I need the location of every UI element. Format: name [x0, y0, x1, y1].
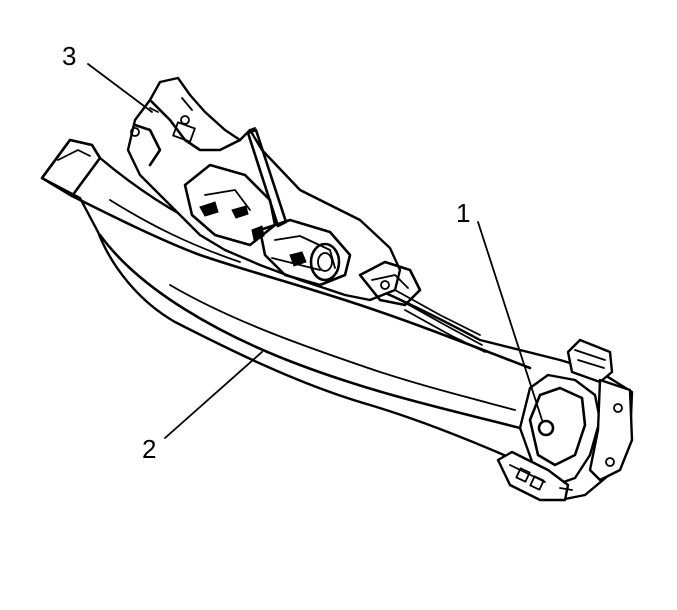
callout-3: 3 [62, 41, 76, 71]
rear-mount-bracket [126, 76, 486, 353]
callout-1: 1 [456, 198, 470, 228]
leader-lines [87, 63, 543, 439]
leader-line-1 [477, 221, 543, 421]
front-mount-bracket [496, 338, 634, 502]
callout-2: 2 [142, 434, 156, 464]
leader-line-2 [164, 351, 263, 439]
leader-line-3 [87, 63, 153, 113]
